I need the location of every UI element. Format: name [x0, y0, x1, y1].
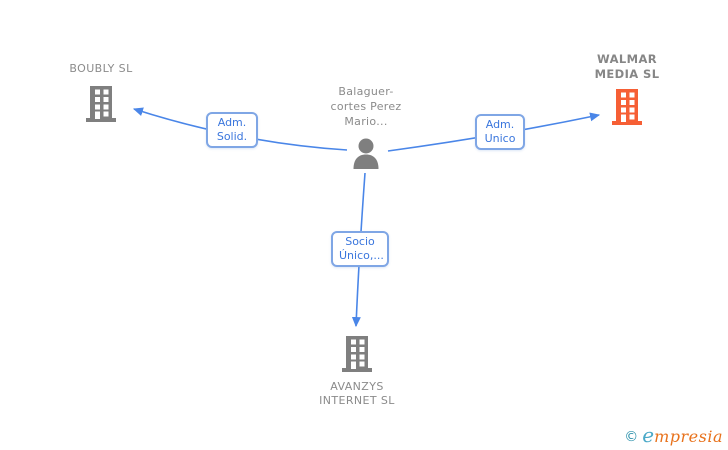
- company-name-walmar-line2: MEDIA SL: [594, 67, 660, 81]
- company-name-avanzys-line2: INTERNET SL: [319, 394, 395, 407]
- relationship-label-adm-solid-line2: Solid.: [216, 130, 248, 143]
- building-icon: [85, 86, 117, 126]
- relationship-label-adm-solid[interactable]: Adm. Solid.: [206, 112, 258, 148]
- company-name-walmar-line1: WALMAR: [597, 52, 657, 66]
- relationship-label-socio-unico[interactable]: Socio Único,...: [331, 231, 389, 267]
- relationship-label-adm-unico[interactable]: Adm. Unico: [475, 114, 525, 150]
- company-name-avanzys-line1: AVANZYS: [330, 380, 384, 393]
- person-name-line1: Balaguer-: [338, 85, 394, 98]
- empresia-logo-e: e: [642, 423, 655, 447]
- empresia-logo-text: mpresia: [654, 427, 723, 446]
- copyright-symbol: ©: [624, 429, 639, 445]
- node-person-balaguer[interactable]: Balaguer- cortes Perez Mario...: [306, 84, 426, 173]
- relationship-label-adm-unico-line1: Adm.: [485, 118, 515, 131]
- relationship-label-socio-unico-line1: Socio: [345, 235, 375, 248]
- relationship-label-adm-solid-line1: Adm.: [217, 116, 247, 129]
- node-company-walmar[interactable]: WALMAR MEDIA SL: [567, 52, 687, 129]
- relationship-label-socio-unico-line2: Único,...: [339, 249, 384, 262]
- person-name-line3: Mario...: [344, 115, 388, 128]
- building-icon: [341, 336, 373, 376]
- company-name-boubly: BOUBLY SL: [69, 62, 133, 75]
- relationship-label-adm-unico-line2: Unico: [484, 132, 516, 145]
- building-icon-highlighted: [611, 89, 643, 129]
- empresia-logo: ©empresia: [624, 423, 723, 447]
- node-company-boubly[interactable]: BOUBLY SL: [42, 62, 160, 126]
- person-name-line2: cortes Perez: [330, 100, 402, 113]
- node-company-avanzys[interactable]: AVANZYS INTERNET SL: [297, 336, 417, 408]
- person-icon: [351, 138, 381, 173]
